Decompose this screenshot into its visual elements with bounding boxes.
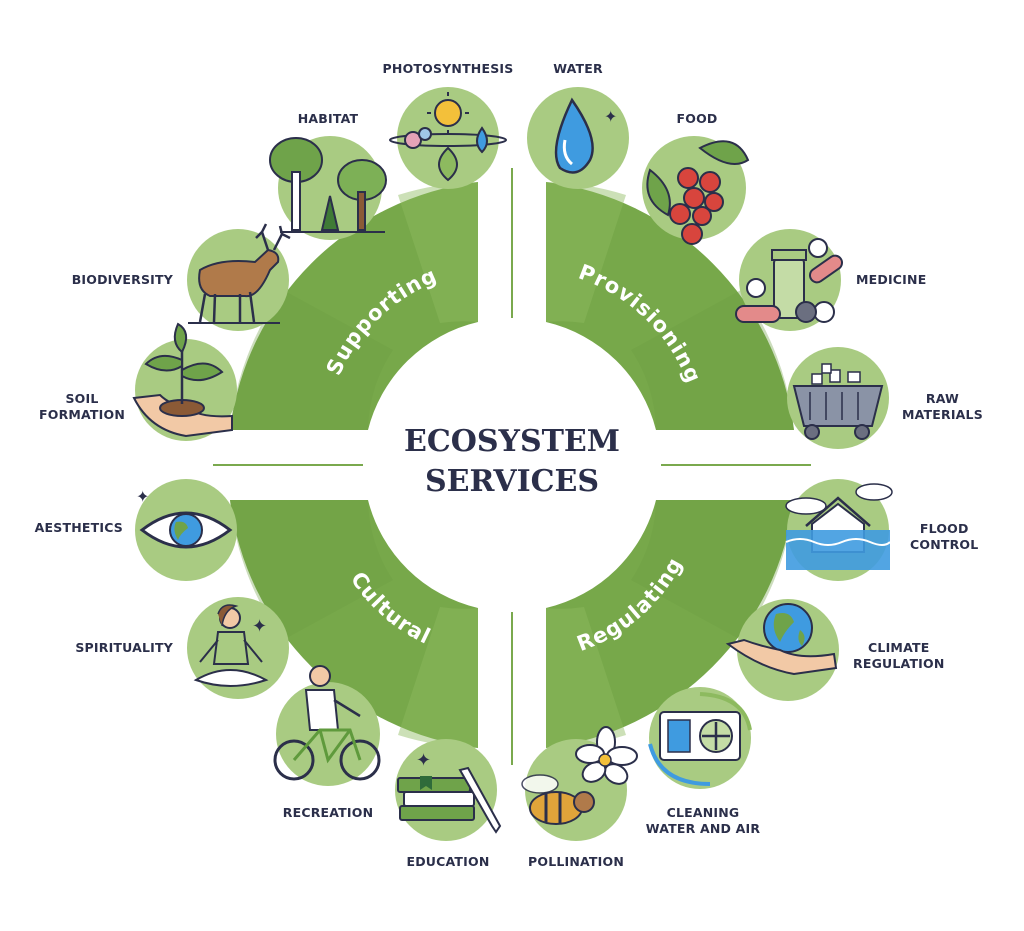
label-food: FOOD (676, 111, 718, 126)
label-biodiversity: BIODIVERSITY (71, 272, 173, 287)
bee-flower-icon (521, 726, 638, 841)
label-recreation: RECREATION (282, 805, 374, 820)
svg-text:✦: ✦ (252, 616, 267, 636)
books-pencil-icon: ✦ (395, 739, 502, 841)
sector-cultural: Cultural (230, 500, 478, 748)
globe-in-hand-icon (725, 599, 839, 701)
pills-icon (735, 229, 844, 331)
diagram-title: ECOSYSTEM SERVICES (404, 422, 620, 502)
label-medicine: MEDICINE (856, 272, 927, 287)
sector-regulating: Regulating (546, 500, 794, 748)
eye-globe-icon: ✦ (135, 479, 237, 581)
svg-text:✦: ✦ (136, 489, 149, 506)
sun-leaf-water-icon (389, 87, 507, 189)
water-drop-icon: ✦ (527, 87, 629, 189)
label-raw-materials: RAW MATERIALS (902, 391, 983, 422)
reindeer-icon (187, 223, 291, 331)
label-soil-formation: SOIL FORMATION (39, 391, 125, 422)
sprout-in-hand-icon (132, 322, 237, 441)
flooded-house-icon (785, 479, 893, 581)
title-line2: SERVICES (424, 464, 600, 499)
label-habitat: HABITAT (297, 111, 359, 126)
svg-text:✦: ✦ (604, 109, 617, 126)
sector-supporting: Supporting (230, 182, 478, 430)
label-education: EDUCATION (406, 854, 490, 869)
label-flood-control: FLOOD CONTROL (910, 521, 979, 552)
trees-icon (269, 136, 387, 240)
berries-icon (642, 136, 750, 245)
label-water: WATER (553, 61, 603, 76)
label-cleaning-water-and-air: CLEANING WATER AND AIR (645, 805, 761, 836)
label-aesthetics: AESTHETICS (34, 520, 123, 535)
label-spirituality: SPIRITUALITY (75, 640, 173, 655)
cyclist-icon (273, 665, 381, 786)
label-climate-regulation: CLIMATE REGULATION (853, 640, 945, 671)
label-photosynthesis: PHOTOSYNTHESIS (382, 61, 514, 76)
air-purifier-icon (648, 687, 752, 789)
label-pollination: POLLINATION (528, 854, 624, 869)
divider-lines (213, 168, 811, 765)
svg-text:✦: ✦ (416, 750, 431, 770)
mine-cart-icon (787, 347, 889, 449)
meditation-icon: ✦ (187, 597, 289, 699)
title-line1: ECOSYSTEM (403, 424, 621, 459)
